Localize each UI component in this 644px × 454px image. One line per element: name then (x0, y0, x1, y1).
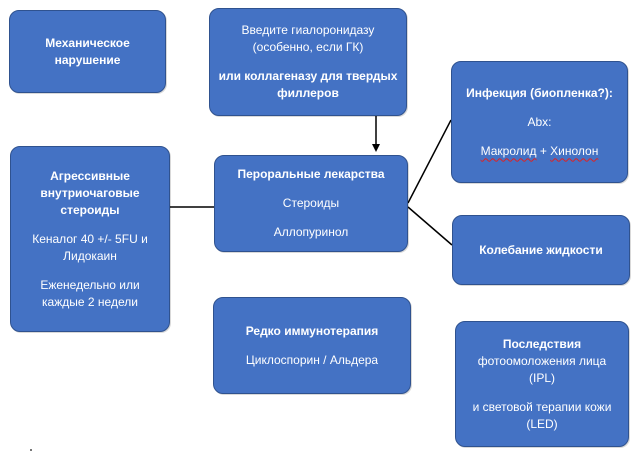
mechanical-disruption-title: Механическое нарушение (45, 35, 130, 67)
immunotherapy-box: Редко иммунотерапия Циклоспорин / Альдер… (213, 297, 411, 394)
fluid-fluctuation-title: Колебание жидкости (479, 242, 603, 257)
immunotherapy-title: Редко иммунотерапия (245, 323, 379, 338)
abx-label: Abx: (527, 114, 552, 129)
collagenase-text: или коллагеназу для твердых филлеров (218, 69, 398, 100)
mechanical-disruption-box: Механическое нарушение (9, 10, 166, 93)
stray-dot (30, 449, 32, 451)
connector-oral-to-infection (407, 119, 452, 204)
infection-title: Инфекция (биопленка?): (466, 85, 613, 100)
macrolide-text: Макролид (480, 143, 537, 158)
kenalog-text: Кеналог 40 +/- 5FU и Лидокаин (32, 231, 148, 263)
plus-sign: + (536, 143, 551, 158)
oral-medications-title: Пероральные лекарства (237, 167, 385, 181)
connector-oral-to-fluid (407, 206, 453, 246)
oral-item-allopurinol: Аллопуринол (273, 225, 349, 239)
intralesional-steroids-title: Агрессивные внутриочаговые стероиды (40, 168, 140, 217)
infection-box: Инфекция (биопленка?): Abx: Макролид + Х… (451, 61, 628, 183)
hyaluronidase-text: Введите гиалоронидазу (особенно, если ГК… (241, 23, 375, 54)
oral-medications-box: Пероральные лекарства Стероиды Аллопурин… (214, 155, 408, 252)
ipl-text: фотоомоложения лица (IPL) (477, 353, 607, 385)
frequency-text: Еженедельно или каждые 2 недели (40, 277, 140, 309)
hyaluronidase-box: Введите гиалоронидазу (особенно, если ГК… (209, 8, 407, 116)
fluid-fluctuation-box: Колебание жидкости (452, 215, 630, 285)
quinolone-text: Хинолон (550, 143, 599, 158)
ipl-led-title: Последствия (502, 336, 582, 351)
led-text: и световой терапии кожи (LED) (472, 399, 612, 431)
intralesional-steroids-box: Агрессивные внутриочаговые стероиды Кена… (10, 146, 170, 332)
oral-item-steroids: Стероиды (282, 196, 340, 210)
ipl-led-box: Последствия фотоомоложения лица (IPL) и … (455, 321, 629, 447)
immunotherapy-item: Циклоспорин / Альдера (245, 352, 379, 367)
antibiotics-line: Макролид + Хинолон (481, 143, 599, 160)
